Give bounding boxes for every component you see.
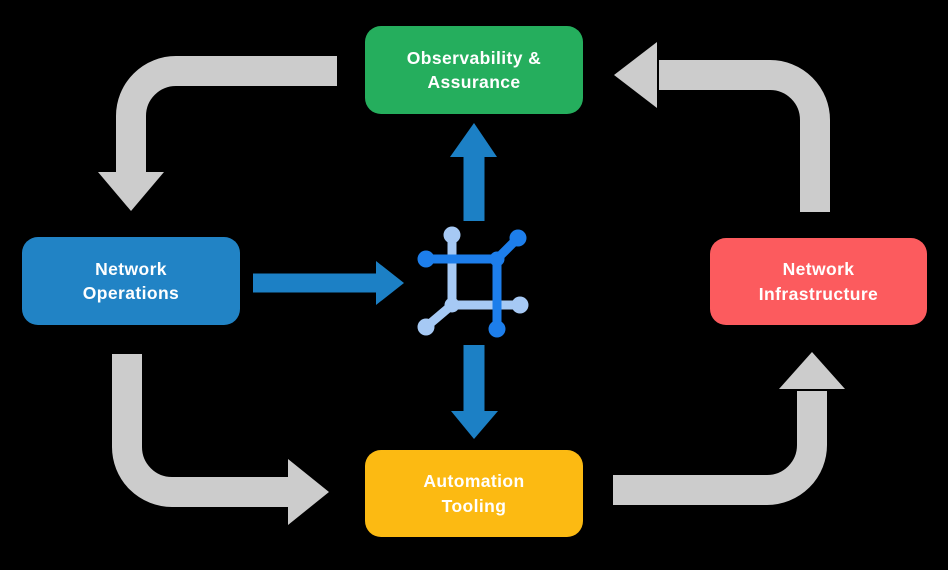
network-mesh-icon-light-part	[417, 226, 529, 336]
node-label: Operations	[82, 283, 180, 303]
network-mesh-icon-dark-part	[417, 229, 527, 338]
node-network-operations: Network Operations	[22, 237, 240, 325]
flow-arrow-center-to-automation	[451, 345, 498, 439]
node-label: Infrastructure	[758, 283, 879, 304]
node-label: Network	[782, 259, 855, 280]
node-label: Network	[95, 258, 167, 279]
node-automation-tooling: Automation Tooling	[365, 450, 583, 537]
cycle-arrow-infrastructure-to-observability	[614, 42, 830, 212]
flow-arrow-operations-to-center	[253, 261, 404, 305]
node-network-infrastructure: Network Infrastructure	[710, 238, 927, 325]
node-label: Assurance	[427, 72, 521, 92]
cycle-arrow-operations-to-automation	[112, 354, 329, 525]
node-label: Tooling	[441, 495, 507, 516]
node-label: Observability &	[406, 47, 542, 68]
flow-arrow-center-to-observability	[450, 123, 497, 221]
network-mesh-icon	[417, 226, 529, 338]
node-label: Automation	[423, 471, 525, 492]
cycle-arrow-automation-to-infrastructure	[613, 352, 845, 505]
cycle-arrow-observability-to-operations	[98, 56, 337, 211]
node-observability-assurance: Observability & Assurance	[365, 26, 583, 114]
